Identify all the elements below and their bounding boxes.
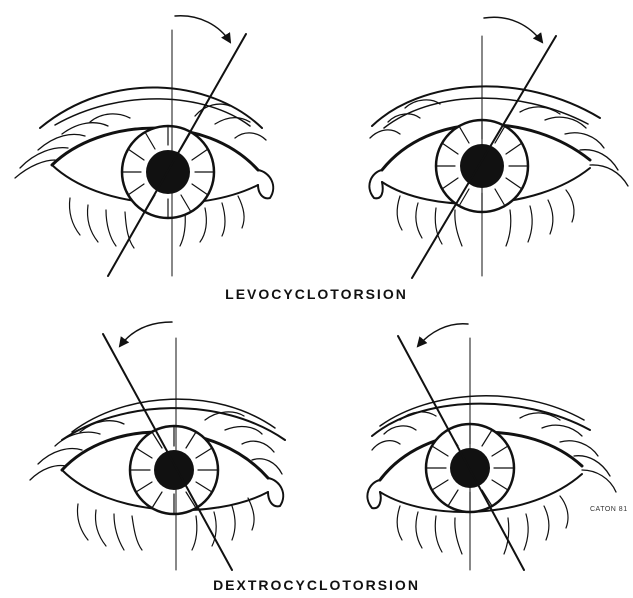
eye-levo-left xyxy=(369,17,628,278)
artist-signature: CATON 81 xyxy=(590,506,628,513)
eye-levo-right xyxy=(15,16,273,276)
eye-dextro-left xyxy=(367,324,616,570)
eye-dextro-right xyxy=(30,322,285,570)
caption-levocyclotorsion: LEVOCYCLOTORSION xyxy=(0,286,633,302)
caption-dextrocyclotorsion: DEXTROCYCLOTORSION xyxy=(0,577,633,593)
